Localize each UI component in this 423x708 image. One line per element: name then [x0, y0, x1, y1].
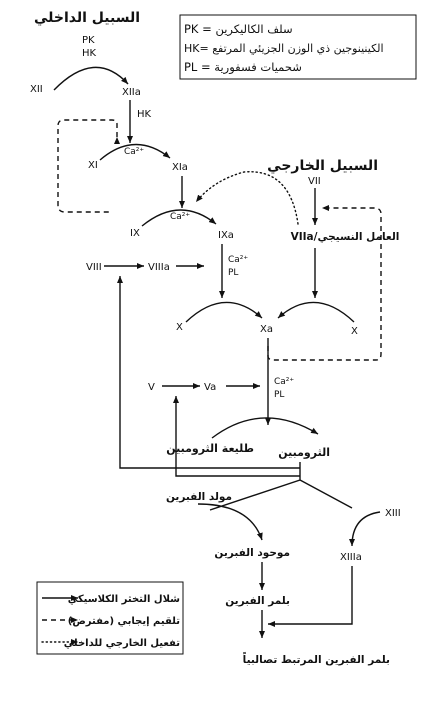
abbrev-pk: PK = سلف الكاليكرين — [184, 22, 293, 37]
factor-va: Va — [204, 382, 216, 393]
arrow-xiii-xiiia — [349, 511, 381, 547]
fibrinogen-label: مولد الفبرين — [166, 491, 232, 503]
factor-xia: XIa — [172, 162, 188, 173]
fibrin-polymer-label: بلمر الفبرين — [225, 595, 290, 607]
arrow-x-xa-left — [185, 301, 263, 323]
calcium-2: Ca²⁺ — [170, 212, 190, 222]
factor-viiia: VIIIa — [148, 262, 170, 273]
arrow-fibrinogen-monomer — [197, 503, 263, 541]
feedback-dashed-left — [57, 119, 120, 213]
thrombin-branch — [209, 462, 353, 511]
calcium-3: Ca²⁺ — [228, 255, 248, 265]
factor-v: V — [148, 382, 155, 393]
factor-vii: VII — [308, 176, 321, 187]
extrinsic-pathway-title: السبيل الخارجي — [267, 158, 378, 174]
legend-dotted-label: تفعيل الخارجي للداخلي — [64, 638, 180, 649]
factor-ix: IX — [130, 228, 140, 239]
thrombin-feedback-v — [173, 396, 300, 477]
crosslinked-fibrin-label: بلمر الفبرين المرتبط تصالبياً — [243, 652, 390, 666]
arrow-ix-ixa — [141, 209, 217, 227]
calcium-1: Ca²⁺ — [124, 147, 144, 157]
fibrin-monomer-label: موحود الفبرين — [214, 547, 290, 559]
factor-hk-top: HK — [82, 48, 97, 59]
factor-x-left: X — [176, 322, 183, 333]
thrombin-feedback-viii — [117, 276, 300, 469]
prothrombin-label: طليعة الثرومبين — [166, 442, 254, 455]
arrow-xiiia-crosslinked — [268, 566, 353, 627]
arrow-x-xa-right — [277, 301, 355, 323]
factor-x-right: X — [351, 326, 358, 337]
abbreviation-box — [179, 14, 417, 80]
factor-xa: Xa — [260, 324, 273, 335]
phospholipid-2: PL — [274, 390, 284, 400]
factor-xi: XI — [88, 160, 98, 171]
intrinsic-pathway-title: السبيل الداخلي — [34, 10, 140, 26]
abbrev-hk: HK= الكينينوجين ذي الوزن الجزيئي المرتفع — [184, 42, 384, 55]
feedback-dashed-right — [267, 205, 382, 361]
factor-viii: VIII — [86, 262, 102, 273]
legend-dashed-label: تلقيم إيجابي (مفترض) — [68, 616, 180, 627]
legend-solid-label: شلال التخثر الكلاسيكي — [68, 594, 180, 605]
factor-xiia: XIIa — [122, 87, 141, 98]
arrow-xii-xiia — [53, 66, 129, 91]
extrinsic-activation-dotted — [195, 171, 299, 225]
factor-viia-tissue-factor: VIIa/العامل النسيجي — [291, 231, 400, 243]
abbrev-pl: PL = شحميات فسفورية — [184, 60, 302, 75]
factor-xiiia: XIIIa — [340, 552, 362, 563]
factor-hk-mid: HK — [137, 109, 152, 120]
calcium-4: Ca²⁺ — [274, 377, 294, 387]
factor-pk: PK — [82, 35, 95, 46]
factor-ixa: IXa — [218, 230, 234, 241]
arrow-prothrombin-thrombin — [211, 417, 319, 439]
factor-xii: XII — [30, 84, 43, 95]
phospholipid-1: PL — [228, 268, 238, 278]
factor-xiii: XIII — [385, 508, 401, 519]
arrow-xi-xia — [99, 143, 171, 161]
thrombin-label: الثرومبين — [278, 446, 330, 459]
line-legend-box — [36, 581, 184, 655]
